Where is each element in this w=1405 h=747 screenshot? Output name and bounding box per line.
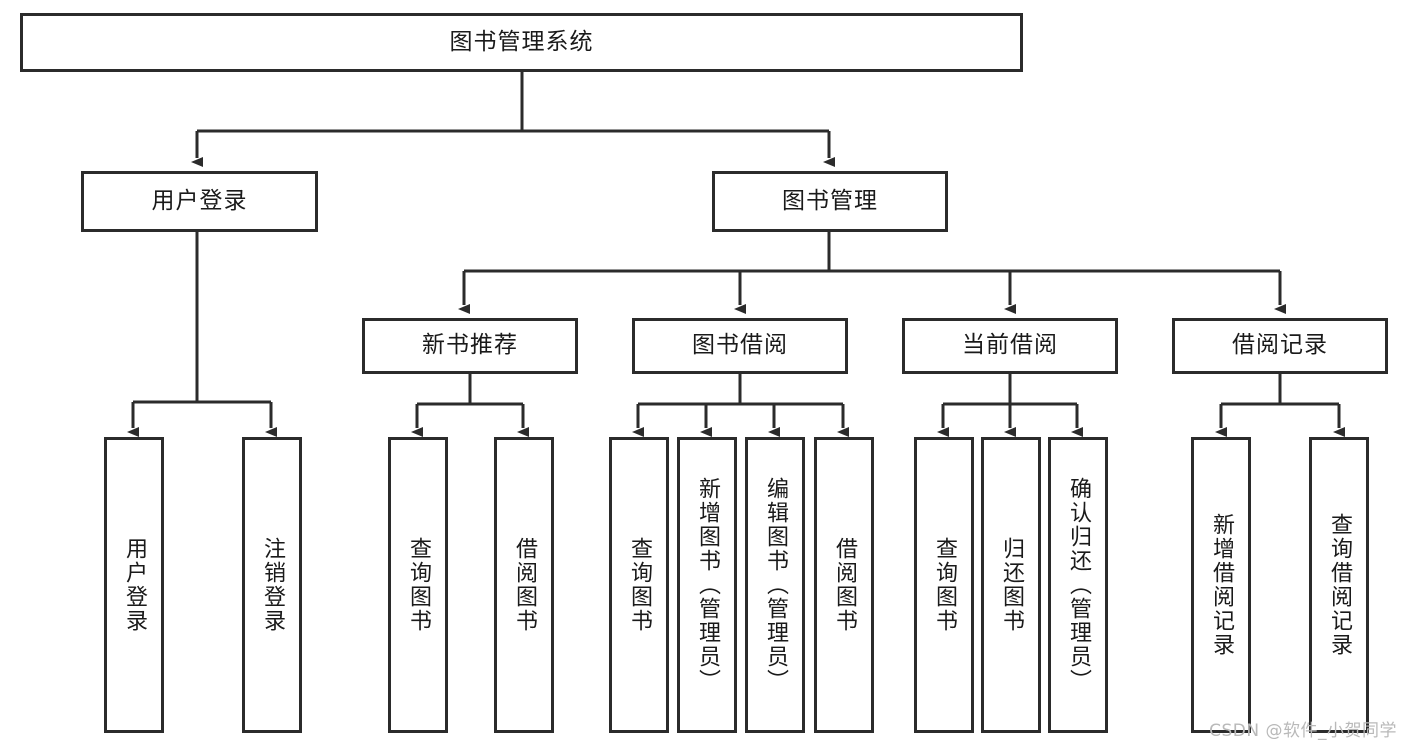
node-label: 图书管理 [782, 187, 878, 214]
node-label: 查询图书 [405, 537, 431, 633]
node-label: 借阅图书 [511, 537, 537, 633]
node-borrow-record[interactable]: 借阅记录 [1172, 318, 1388, 374]
leaf-edit-book-admin[interactable]: 编辑图书（管理员） [745, 437, 805, 733]
node-label: 编辑图书（管理员） [762, 477, 788, 693]
leaf-query-book-current[interactable]: 查询图书 [914, 437, 974, 733]
node-new-book-recommend[interactable]: 新书推荐 [362, 318, 578, 374]
leaf-add-borrow-record[interactable]: 新增借阅记录 [1191, 437, 1251, 733]
node-label: 查询图书 [626, 537, 652, 633]
node-book-management[interactable]: 图书管理 [712, 171, 948, 232]
node-user-login[interactable]: 用户登录 [81, 171, 318, 232]
node-root-book-management-system[interactable]: 图书管理系统 [20, 13, 1023, 72]
node-label: 归还图书 [998, 537, 1024, 633]
node-label: 确认归还（管理员） [1065, 477, 1091, 693]
watermark-text: CSDN @软件_小贺同学 [1209, 721, 1397, 741]
node-label: 查询借阅记录 [1326, 513, 1352, 657]
node-label: 图书管理系统 [449, 28, 594, 55]
node-label: 新增借阅记录 [1208, 513, 1234, 657]
node-current-borrow[interactable]: 当前借阅 [902, 318, 1118, 374]
leaf-add-book-admin[interactable]: 新增图书（管理员） [677, 437, 737, 733]
leaf-return-book[interactable]: 归还图书 [981, 437, 1041, 733]
leaf-borrow-book[interactable]: 借阅图书 [814, 437, 874, 733]
node-label: 查询图书 [931, 537, 957, 633]
node-label: 用户登录 [121, 537, 147, 633]
node-label: 当前借阅 [962, 332, 1058, 359]
leaf-user-login[interactable]: 用户登录 [104, 437, 164, 733]
node-label: 图书借阅 [692, 332, 788, 359]
node-book-borrow[interactable]: 图书借阅 [632, 318, 848, 374]
leaf-query-book-borrow[interactable]: 查询图书 [609, 437, 669, 733]
node-label: 借阅记录 [1232, 332, 1328, 359]
node-label: 用户登录 [151, 187, 248, 214]
node-label: 注销登录 [259, 537, 285, 633]
leaf-confirm-return-admin[interactable]: 确认归还（管理员） [1048, 437, 1108, 733]
leaf-query-book-recommend[interactable]: 查询图书 [388, 437, 448, 733]
node-label: 新增图书（管理员） [694, 477, 720, 693]
node-label: 新书推荐 [422, 332, 518, 359]
leaf-borrow-book-recommend[interactable]: 借阅图书 [494, 437, 554, 733]
leaf-logout-login[interactable]: 注销登录 [242, 437, 302, 733]
node-label: 借阅图书 [831, 537, 857, 633]
leaf-query-borrow-record[interactable]: 查询借阅记录 [1309, 437, 1369, 733]
